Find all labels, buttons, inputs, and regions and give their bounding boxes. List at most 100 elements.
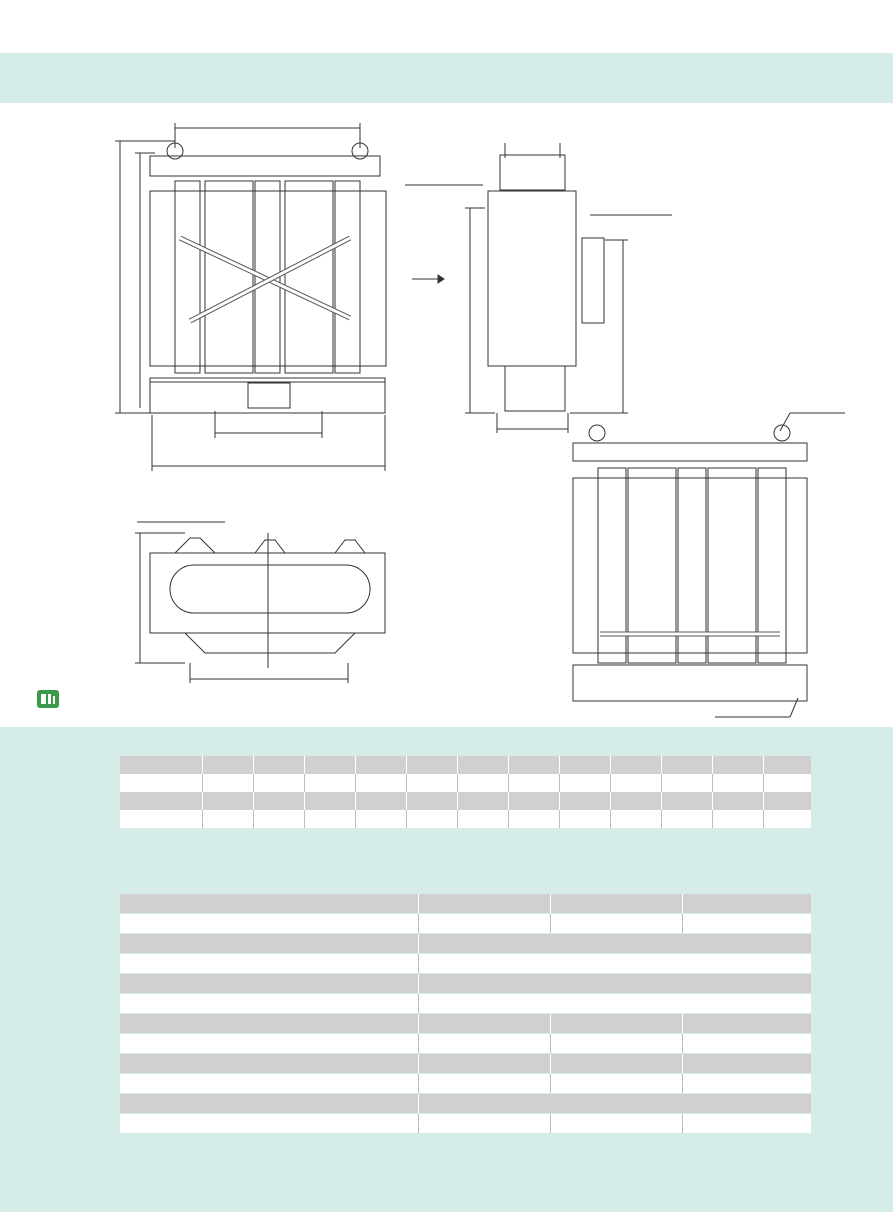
table-cell: [253, 792, 305, 810]
table-cell: [253, 756, 305, 774]
table-cell: [418, 1073, 551, 1094]
table-cell: [120, 1033, 419, 1054]
table-cell: [120, 792, 203, 810]
side-view-drawing: [405, 143, 672, 433]
table-row: [120, 774, 811, 792]
table-row: [120, 1073, 811, 1094]
table-cell: [550, 1033, 683, 1054]
table-cell: [406, 792, 458, 810]
table-cell: [508, 792, 560, 810]
table-cell: [418, 993, 811, 1014]
table-cell: [120, 1053, 419, 1074]
table-row: [120, 933, 811, 954]
table-cell: [418, 894, 551, 914]
table-cell: [457, 810, 509, 828]
table-cell: [661, 792, 713, 810]
table-cell: [682, 894, 811, 914]
table-cell: [610, 774, 662, 792]
table-cell: [550, 1053, 683, 1074]
table-cell: [120, 774, 203, 792]
table-cell: [304, 774, 356, 792]
table-cell: [610, 756, 662, 774]
table-cell: [559, 792, 611, 810]
specification-section: [0, 727, 893, 1212]
table-cell: [550, 1013, 683, 1034]
table-cell: [418, 1093, 811, 1114]
table-cell: [120, 1093, 419, 1114]
table-row: [120, 792, 811, 810]
plan-view-drawing: [135, 521, 386, 683]
table-cell: [120, 933, 419, 954]
table-cell: [120, 810, 203, 828]
table-cell: [355, 792, 407, 810]
table-cell: [550, 894, 683, 914]
table-cell: [508, 756, 560, 774]
table-cell: [712, 774, 764, 792]
table-cell: [610, 792, 662, 810]
table-cell: [418, 1033, 551, 1054]
table-cell: [120, 953, 419, 974]
table-cell: [418, 933, 811, 954]
table-cell: [418, 973, 811, 994]
table-cell: [418, 1113, 551, 1134]
table-cell: [355, 810, 407, 828]
table-cell: [712, 792, 764, 810]
table-row: [120, 1113, 811, 1134]
table-cell: [120, 1113, 419, 1134]
table-cell: [202, 774, 254, 792]
table-cell: [559, 774, 611, 792]
table-cell: [418, 953, 811, 974]
table-cell: [418, 1053, 551, 1074]
table-cell: [202, 756, 254, 774]
table-cell: [457, 756, 509, 774]
table-cell: [550, 1113, 683, 1134]
table-row: [120, 810, 811, 828]
table-cell: [682, 1073, 811, 1094]
table-row: [120, 953, 811, 974]
table-cell: [763, 810, 811, 828]
table-cell: [304, 810, 356, 828]
table-cell: [202, 792, 254, 810]
table-cell: [550, 1073, 683, 1094]
table-cell: [304, 792, 356, 810]
table-row: [120, 1053, 811, 1074]
rear-view-drawing: [572, 412, 845, 718]
front-view-drawing: [115, 123, 387, 471]
table-cell: [202, 810, 254, 828]
top-header-band: [0, 53, 893, 103]
cfi-logo-icon: [37, 690, 59, 708]
table-row: [120, 1013, 811, 1034]
table-cell: [682, 1053, 811, 1074]
table-cell: [550, 913, 683, 934]
technical-drawing-area: [0, 103, 893, 727]
table-cell: [120, 973, 419, 994]
table-cell: [253, 810, 305, 828]
table-cell: [457, 774, 509, 792]
table-cell: [712, 810, 764, 828]
table-row: [120, 973, 811, 994]
table-cell: [682, 1113, 811, 1134]
specifications-table: [120, 894, 811, 1134]
table-cell: [418, 913, 551, 934]
table-cell: [406, 810, 458, 828]
table-cell: [682, 1013, 811, 1034]
table-cell: [559, 756, 611, 774]
table-cell: [120, 894, 419, 914]
table-cell: [355, 756, 407, 774]
table-cell: [253, 774, 305, 792]
table-cell: [120, 993, 419, 1014]
table-cell: [406, 756, 458, 774]
table-cell: [406, 774, 458, 792]
table-cell: [120, 756, 203, 774]
table-cell: [763, 756, 811, 774]
table-cell: [559, 810, 611, 828]
table-cell: [682, 913, 811, 934]
table-cell: [508, 810, 560, 828]
table-row: [120, 756, 811, 774]
table-cell: [610, 810, 662, 828]
table-row: [120, 1093, 811, 1114]
dimensions-table: [120, 756, 811, 828]
table-row: [120, 1033, 811, 1054]
table-row: [120, 913, 811, 934]
table-cell: [418, 1013, 551, 1034]
